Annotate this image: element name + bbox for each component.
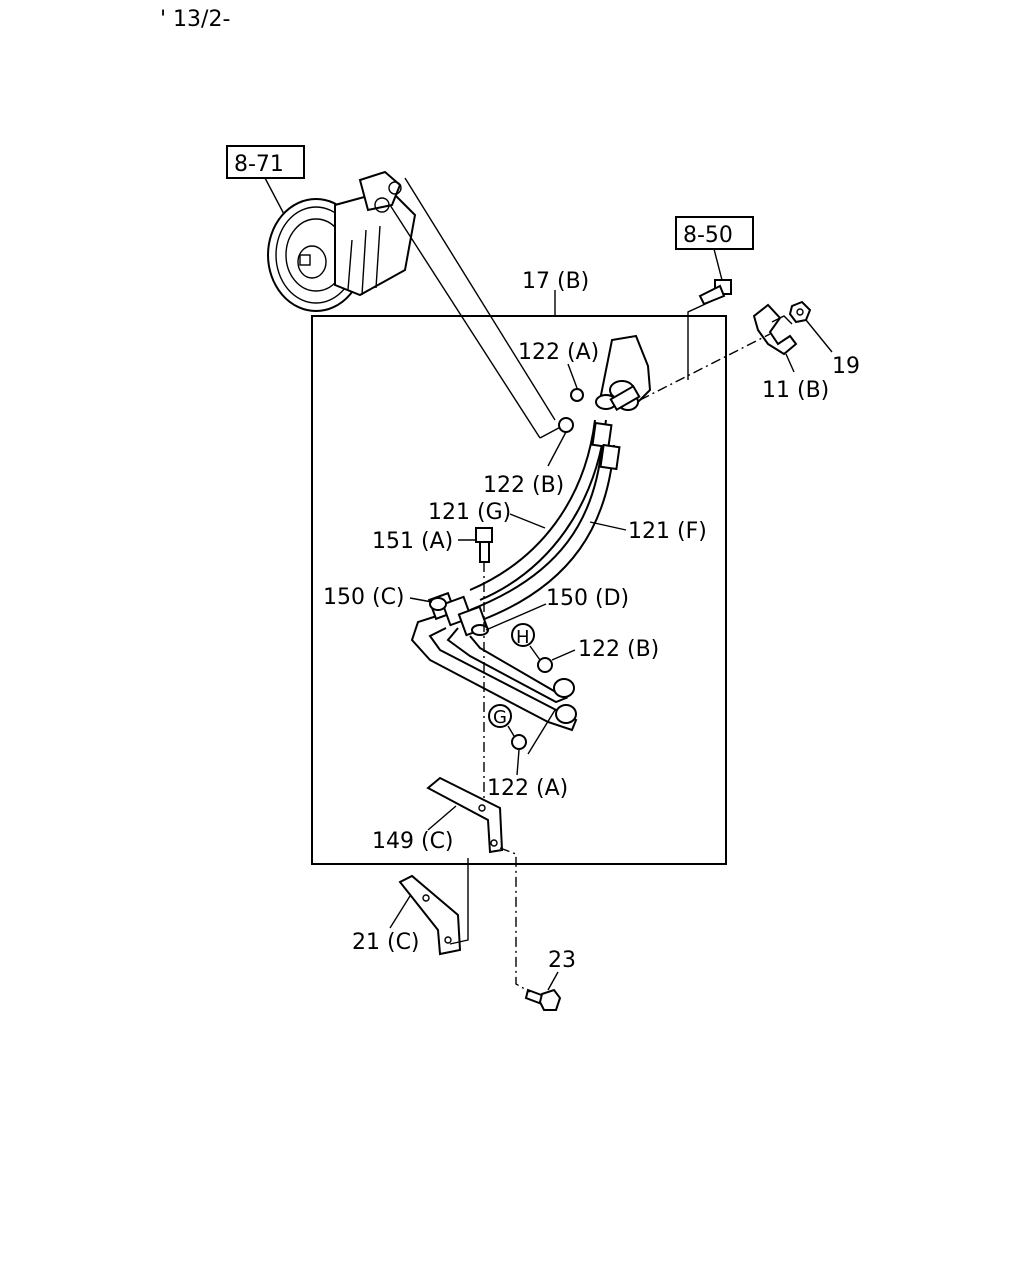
label-150d: 150 (D): [546, 586, 629, 611]
svg-text:8-71: 8-71: [234, 152, 284, 177]
assembly-frame: [311, 315, 727, 865]
hose-121f[interactable]: [469, 444, 603, 611]
date-code: ' 13/2-: [160, 7, 230, 32]
hose-line-suction: [404, 177, 556, 421]
marker-h: H: [511, 623, 535, 648]
label-121f: 121 (F): [628, 519, 707, 544]
nut-19[interactable]: [788, 300, 812, 324]
leader-compressor: [264, 177, 286, 217]
label-122a-bot: 122 (A): [487, 776, 568, 801]
clip-axis: [639, 333, 771, 401]
ref-box-compressor[interactable]: 8-71: [226, 145, 305, 179]
compressor-unit[interactable]: [267, 170, 417, 312]
label-21c: 21 (C): [352, 930, 420, 955]
label-23: 23: [548, 948, 576, 973]
label-121g: 121 (G): [428, 500, 511, 525]
label-150c: 150 (C): [323, 585, 405, 610]
upper-fittings[interactable]: [595, 334, 652, 412]
bolt-151a[interactable]: [475, 527, 493, 563]
bracket-149c[interactable]: [426, 776, 504, 854]
bolt-top[interactable]: [698, 279, 732, 306]
svg-text:8-50: 8-50: [683, 223, 733, 248]
ref-box-bolt[interactable]: 8-50: [675, 216, 754, 250]
hose-line-discharge: [389, 204, 541, 439]
hose-121g[interactable]: [469, 419, 596, 591]
label-151a: 151 (A): [372, 529, 453, 554]
clip-11b[interactable]: [752, 303, 798, 356]
leader-bolt-ref: [713, 248, 723, 281]
label-11b: 11 (B): [762, 378, 829, 403]
label-19: 19: [832, 354, 860, 379]
label-149c: 149 (C): [372, 829, 454, 854]
o-ring-122b-top[interactable]: [558, 417, 574, 433]
o-ring-122b-mid[interactable]: [537, 657, 553, 673]
label-122b-mid: 122 (B): [578, 637, 659, 662]
label-122b-top: 122 (B): [483, 473, 564, 498]
o-ring-122a-top[interactable]: [570, 388, 584, 402]
svg-text:H: H: [516, 627, 530, 648]
label-17b: 17 (B): [522, 269, 589, 294]
marker-g: G: [488, 704, 512, 728]
bracket-21c[interactable]: [398, 874, 462, 956]
o-ring-122a-bot[interactable]: [511, 734, 527, 750]
label-122a-top: 122 (A): [518, 340, 599, 365]
bolt-23[interactable]: [524, 988, 562, 1011]
svg-text:G: G: [493, 707, 507, 728]
